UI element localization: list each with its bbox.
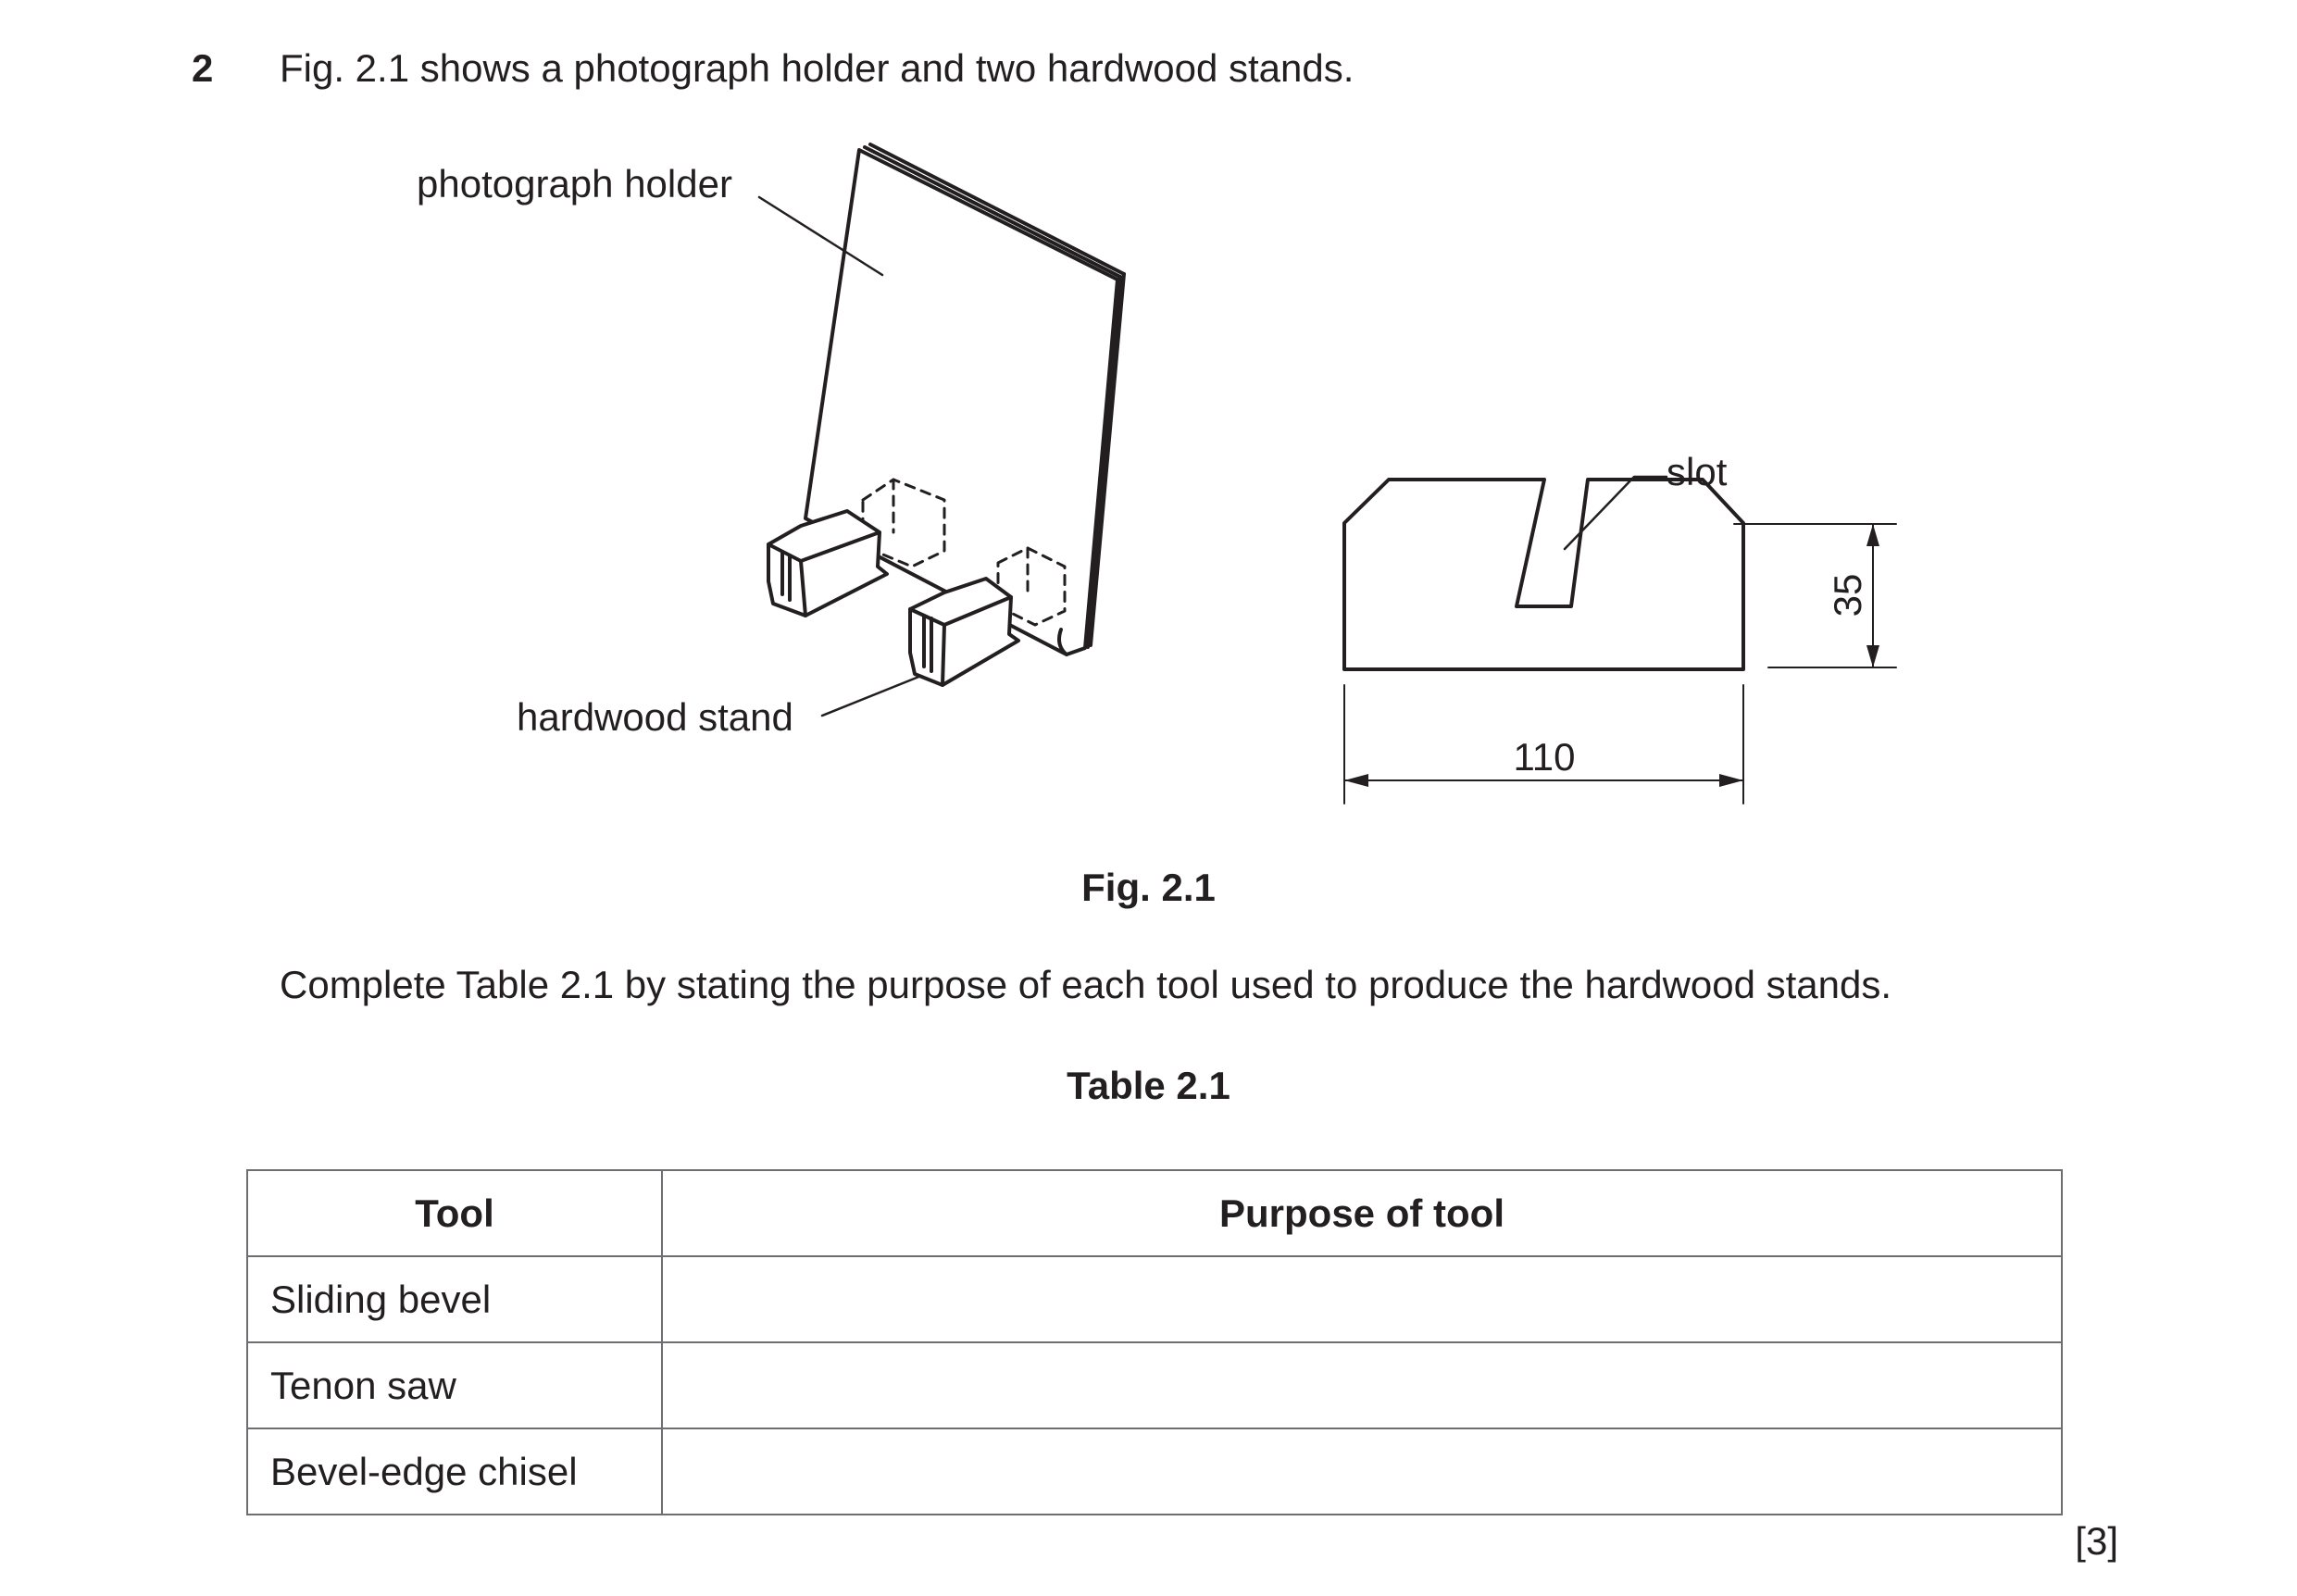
figure-2-1: photograph holder hardwood stand slot 11…: [417, 143, 1897, 804]
tool-cell: Tenon saw: [246, 1341, 663, 1429]
table-row: Tenon saw: [246, 1341, 2063, 1429]
photograph-holder-drawing: [804, 143, 1126, 656]
instruction-text: Complete Table 2.1 by stating the purpos…: [280, 963, 1892, 1006]
question-number: 2: [192, 46, 214, 90]
question-text: Fig. 2.1 shows a photograph holder and t…: [280, 46, 1354, 90]
header-purpose: Purpose of tool: [661, 1169, 2063, 1257]
header-tool: Tool: [246, 1169, 663, 1257]
label-hardwood-stand: hardwood stand: [517, 695, 793, 739]
label-slot: slot: [1667, 450, 1728, 493]
purpose-answer-cell[interactable]: [661, 1341, 2063, 1429]
tools-table: Tool Purpose of tool Sliding bevel Tenon…: [246, 1169, 2063, 1515]
table-header-row: Tool Purpose of tool: [246, 1169, 2063, 1257]
tool-cell: Bevel-edge chisel: [246, 1428, 663, 1515]
dimension-height: 35: [1826, 574, 1869, 617]
table-row: Sliding bevel: [246, 1255, 2063, 1343]
tool-cell: Sliding bevel: [246, 1255, 663, 1343]
purpose-answer-cell[interactable]: [661, 1255, 2063, 1343]
figure-caption: Fig. 2.1: [1081, 866, 1216, 909]
stand-end-view: [1342, 478, 1745, 671]
hardwood-stand-right: [908, 577, 1020, 687]
dimension-width: 110: [1514, 735, 1576, 779]
height-dimension-lines: [1343, 523, 1897, 804]
marks-indicator: [3]: [2075, 1519, 2118, 1563]
dimension-arrowheads: [1344, 524, 1879, 787]
purpose-answer-cell[interactable]: [661, 1428, 2063, 1515]
hardwood-stand-left: [767, 509, 889, 617]
table-caption: Table 2.1: [1067, 1064, 1230, 1107]
table-row: Bevel-edge chisel: [246, 1428, 2063, 1515]
label-photograph-holder: photograph holder: [417, 162, 732, 206]
